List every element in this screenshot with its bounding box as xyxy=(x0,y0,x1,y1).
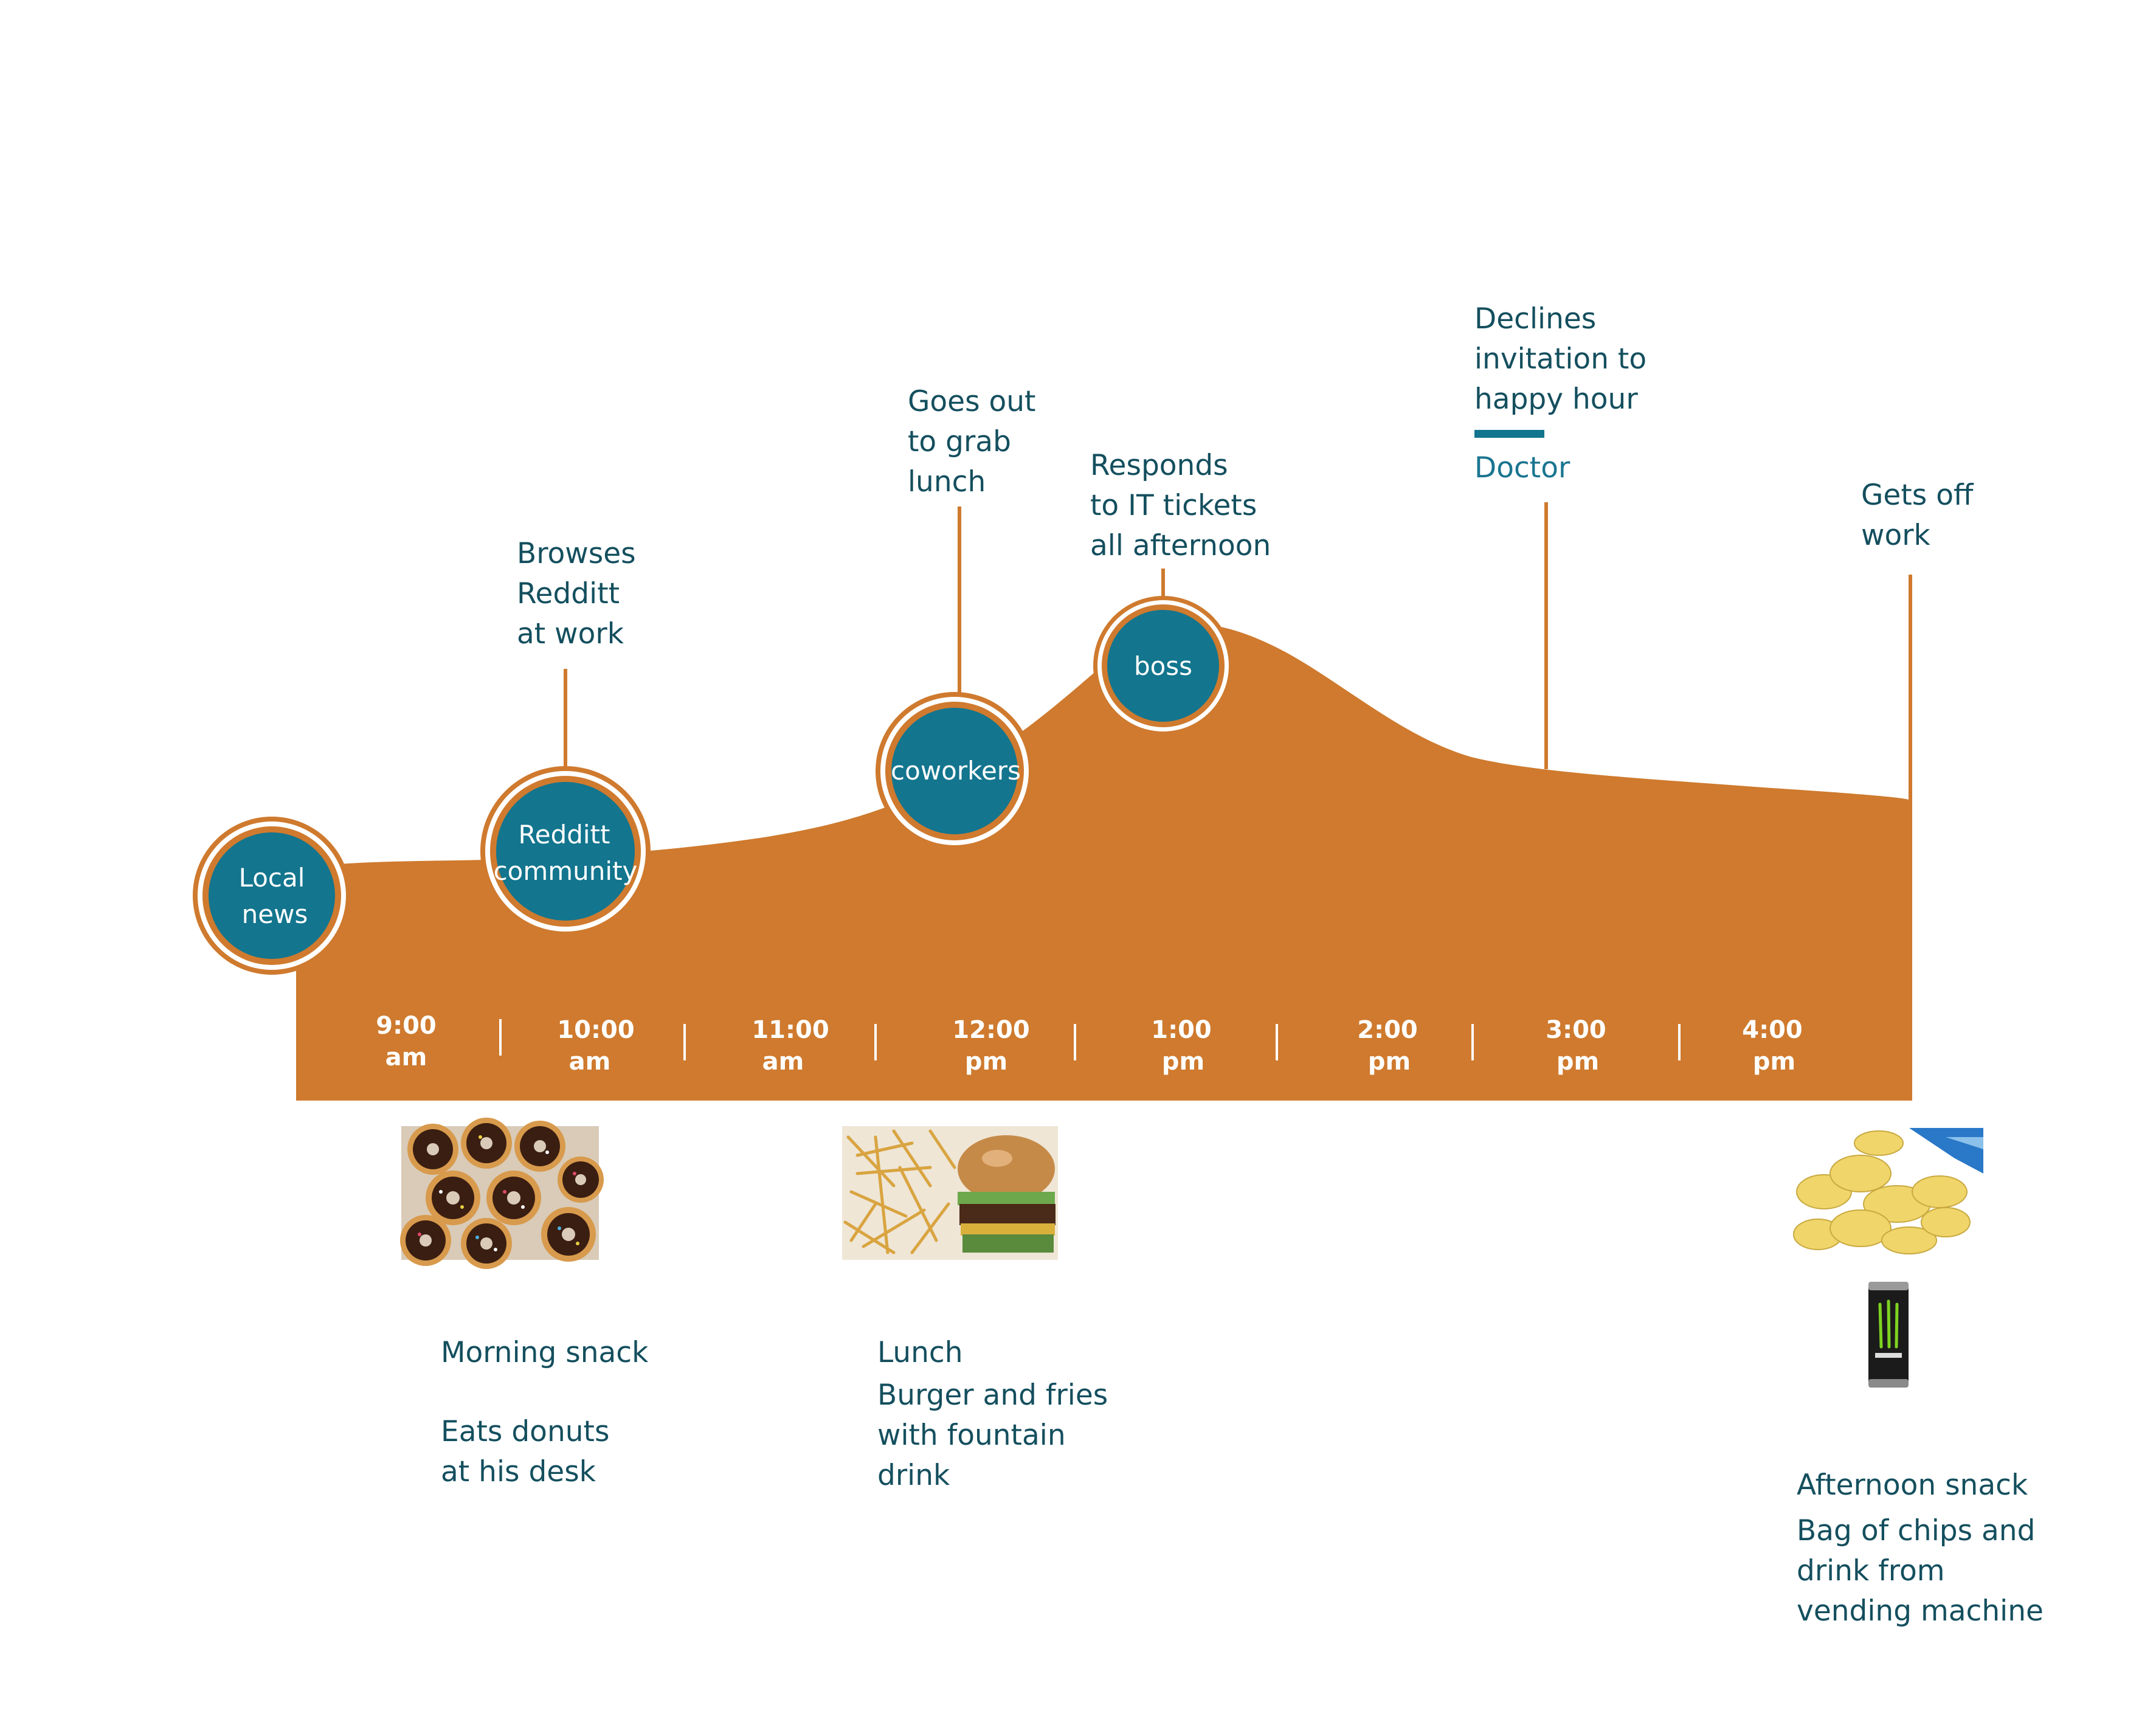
doctor-divider xyxy=(1474,430,1544,438)
svg-text:coworkers: coworkers xyxy=(891,756,1021,786)
donut xyxy=(541,1207,596,1262)
svg-text:boss: boss xyxy=(1134,651,1192,681)
engagement-area xyxy=(296,623,1913,1101)
svg-text:Afternoon snack: Afternoon snack xyxy=(1797,1468,2028,1502)
donut xyxy=(558,1157,604,1203)
time-separators xyxy=(499,1019,1681,1060)
donut xyxy=(426,1171,480,1225)
event-doctor: Doctor xyxy=(1474,451,1570,485)
donut xyxy=(486,1171,541,1225)
donut xyxy=(400,1215,451,1266)
burger xyxy=(958,1135,1056,1253)
donut xyxy=(461,1218,512,1269)
burger-photo xyxy=(842,1126,1058,1260)
circle-coworkers: coworkers xyxy=(876,692,1034,850)
connector-lines xyxy=(564,502,1912,801)
donut xyxy=(514,1121,565,1172)
svg-text:Lunch: Lunch xyxy=(877,1336,963,1369)
circle-boss: boss xyxy=(1093,596,1233,736)
fries xyxy=(843,1129,956,1254)
donut xyxy=(461,1118,512,1169)
chips-photo xyxy=(1791,1126,1985,1257)
svg-text:Morning snack: Morning snack xyxy=(441,1336,649,1369)
donuts-photo xyxy=(400,1118,604,1269)
donut xyxy=(407,1124,458,1175)
sprinkles xyxy=(418,1135,579,1251)
energy-drink-photo xyxy=(1868,1282,1909,1388)
